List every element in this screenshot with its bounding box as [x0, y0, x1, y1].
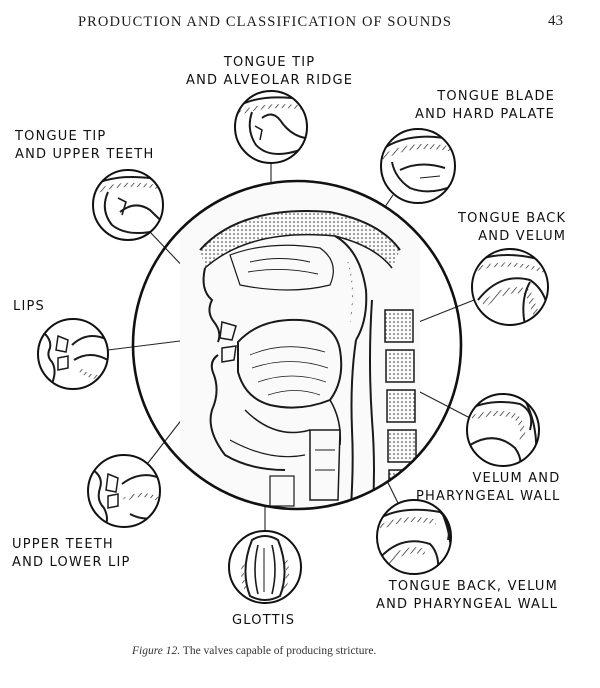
label-tongue-blade-palate: TONGUE BLADE AND HARD PALATE: [415, 89, 556, 122]
label-teeth-lip: UPPER TEETH AND LOWER LIP: [12, 537, 131, 570]
valve-circle-back-velum-pharyngeal: [376, 499, 452, 575]
valve-circle-velum-pharyngeal: [466, 393, 540, 467]
page-number: 43: [548, 13, 563, 29]
label-back-velum-pharyngeal: TONGUE BACK, VELUM AND PHARYNGEAL WALL: [376, 579, 559, 612]
valve-circle-tongue-back-velum: [471, 248, 549, 326]
valve-circle-tongue-blade-palate: [380, 128, 456, 204]
label-tongue-tip-teeth: TONGUE TIP AND UPPER TEETH: [15, 129, 155, 162]
valve-circle-tongue-tip-alveolar: [234, 90, 308, 164]
sagittal-section: [180, 181, 420, 509]
label-glottis: GLOTTIS: [232, 613, 296, 628]
valve-circle-tongue-tip-teeth: [92, 169, 164, 241]
valve-circle-glottis: [228, 530, 302, 604]
label-velum-pharyngeal: VELUM AND PHARYNGEAL WALL: [416, 471, 561, 504]
running-head: PRODUCTION AND CLASSIFICATION OF SOUNDS: [78, 14, 453, 30]
figure-caption: Figure 12. The valves capable of produci…: [132, 645, 376, 657]
figure-number: Figure 12.: [132, 645, 181, 657]
label-lips: LIPS: [13, 299, 45, 314]
label-tongue-back-velum: TONGUE BACK AND VELUM: [458, 211, 567, 244]
sagittal-border: [131, 179, 463, 511]
figure-caption-text: The valves capable of producing strictur…: [182, 645, 377, 657]
valve-circle-teeth-lip: [87, 454, 161, 528]
valve-circle-lips: [37, 318, 109, 390]
label-tongue-tip-alveolar: TONGUE TIP AND ALVEOLAR RIDGE: [186, 55, 354, 88]
